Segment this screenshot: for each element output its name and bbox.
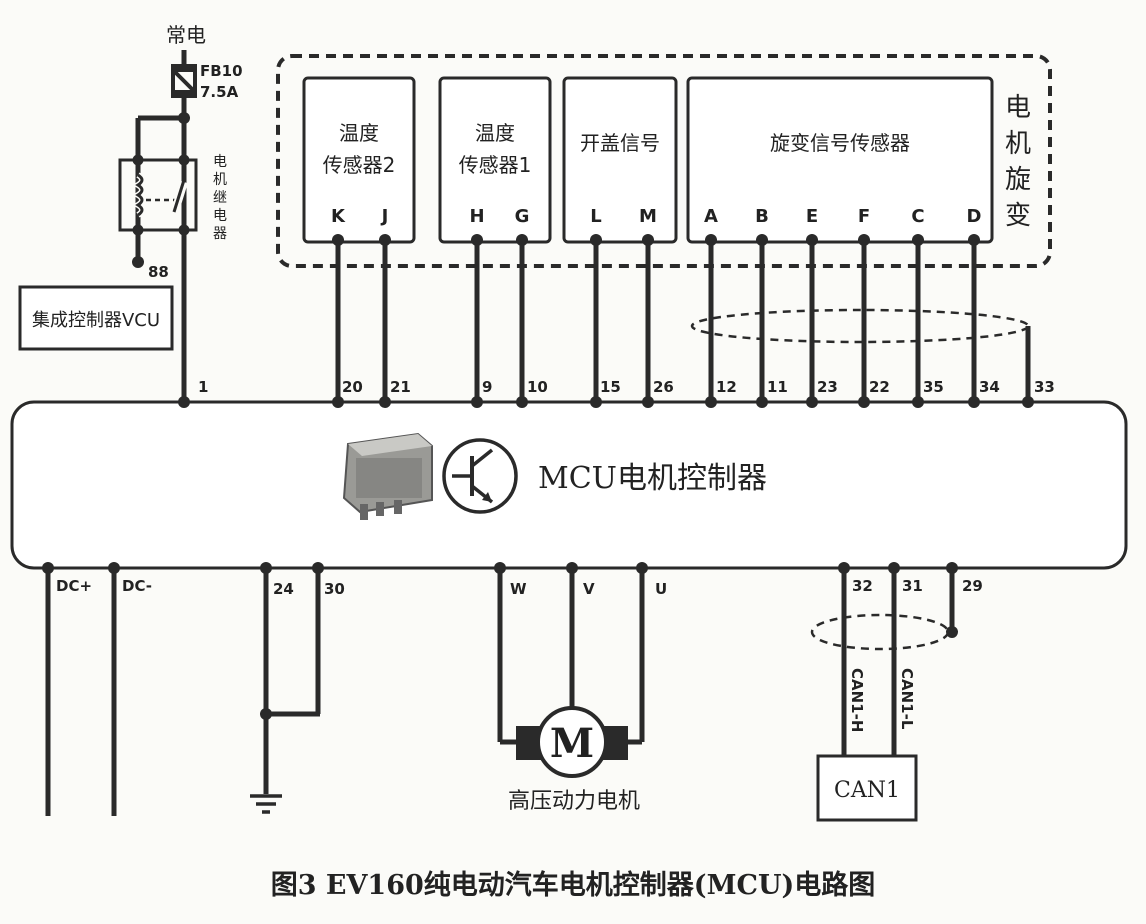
temp-sensor-1-label-line1: 温度 (475, 121, 515, 145)
power-label: 常电 (166, 23, 206, 47)
relay-pin-dot (132, 256, 144, 268)
temp-sensor-2-label-line1: 温度 (339, 121, 379, 145)
svg-text:DC-: DC- (122, 577, 152, 595)
sensor-pin-C: C (911, 206, 924, 227)
can-shield-icon (810, 613, 950, 651)
lid-signal-box (562, 76, 678, 244)
sensor-wires (335, 240, 1031, 402)
relay-icon (118, 115, 198, 262)
svg-text:1: 1 (198, 378, 208, 396)
sensor-pin-J: J (380, 206, 389, 227)
svg-text:34: 34 (979, 378, 1000, 396)
transistor-icon (442, 438, 518, 514)
svg-text:31: 31 (902, 577, 923, 595)
mcu-top-pin-dots (178, 396, 1034, 408)
sensor-pin-E: E (806, 206, 818, 227)
svg-text:24: 24 (273, 580, 294, 598)
vcu-label: 集成控制器VCU (32, 310, 160, 331)
lid-signal-label: 开盖信号 (580, 131, 660, 155)
sensor-pin-K: K (331, 206, 346, 227)
svg-text:电: 电 (1005, 93, 1031, 123)
temp-sensor-1-label-line2: 传感器1 (459, 153, 532, 177)
figure-caption: 图3 EV160纯电动汽车电机控制器(MCU)电路图 (271, 869, 876, 901)
motor-icon (516, 706, 628, 778)
svg-text:DC+: DC+ (56, 577, 92, 595)
svg-text:32: 32 (852, 577, 873, 595)
mcu-bottom-pin-labels: DC+ DC- 24 30 W V U 32 31 29 (56, 577, 983, 598)
sensor-pin-A: A (704, 206, 718, 227)
fuse-rating: 7.5A (200, 83, 239, 101)
can-h-wire-label: CAN1-H (848, 668, 866, 732)
svg-text:22: 22 (869, 378, 890, 396)
svg-text:器: 器 (213, 226, 227, 242)
fuse-id: FB10 (200, 62, 243, 80)
svg-text:10: 10 (527, 378, 548, 396)
svg-text:旋: 旋 (1005, 165, 1031, 195)
svg-text:变: 变 (1005, 201, 1031, 231)
temp-sensor-2-label-line2: 传感器2 (323, 153, 396, 177)
can-wiring (841, 568, 958, 756)
svg-text:U: U (655, 580, 667, 598)
svg-text:35: 35 (923, 378, 944, 396)
svg-text:机: 机 (213, 172, 227, 188)
temp-sensor-1-box (438, 76, 552, 244)
ground-wiring (260, 568, 321, 794)
can-l-wire-label: CAN1-L (898, 668, 916, 730)
svg-text:12: 12 (716, 378, 737, 396)
can1-box (816, 754, 918, 822)
sensor-pin-L: L (590, 206, 601, 227)
svg-text:21: 21 (390, 378, 411, 396)
svg-text:20: 20 (342, 378, 363, 396)
svg-text:机: 机 (1005, 129, 1031, 159)
fuse-icon (171, 64, 197, 98)
motor-symbol: M (550, 720, 594, 767)
sensor-pin-H: H (469, 206, 484, 227)
svg-text:30: 30 (324, 580, 345, 598)
svg-text:9: 9 (482, 378, 492, 396)
can1-label: CAN1 (834, 778, 900, 803)
resolver-sensor-box (686, 76, 994, 244)
svg-text:11: 11 (767, 378, 788, 396)
ground-icon (250, 794, 282, 814)
resolver-group-border (276, 54, 1052, 268)
vcu-box (18, 285, 174, 351)
relay-label: 电 机 继 电 器 (213, 154, 227, 242)
mcu-top-pin-labels: 1 20 21 9 10 15 26 12 11 23 22 35 34 33 (198, 378, 1055, 396)
svg-text:29: 29 (962, 577, 983, 595)
svg-text:继: 继 (213, 190, 227, 206)
controller-module-icon (342, 432, 433, 520)
sensor-pin-dots (332, 234, 980, 246)
sensor-pin-G: G (515, 206, 530, 227)
sensor-pin-F: F (858, 206, 870, 227)
sensor-pin-B: B (755, 206, 769, 227)
svg-text:23: 23 (817, 378, 838, 396)
svg-text:电: 电 (213, 154, 227, 170)
resolver-sensor-label: 旋变信号传感器 (770, 131, 910, 155)
sensor-pin-M: M (639, 206, 657, 227)
svg-text:电: 电 (213, 208, 227, 224)
temp-sensor-2-box (302, 76, 416, 244)
sensor-pin-D: D (967, 206, 982, 227)
mcu-label: MCU电机控制器 (538, 461, 767, 496)
svg-text:26: 26 (653, 378, 674, 396)
svg-text:15: 15 (600, 378, 621, 396)
resolver-group-label: 电 机 旋 变 (1005, 93, 1031, 231)
vcu-pin-88: 88 (148, 263, 169, 281)
resolver-shield-icon (690, 308, 1030, 344)
svg-text:W: W (510, 580, 527, 598)
motor-label: 高压动力电机 (508, 789, 640, 814)
svg-text:33: 33 (1034, 378, 1055, 396)
svg-text:V: V (583, 580, 595, 598)
